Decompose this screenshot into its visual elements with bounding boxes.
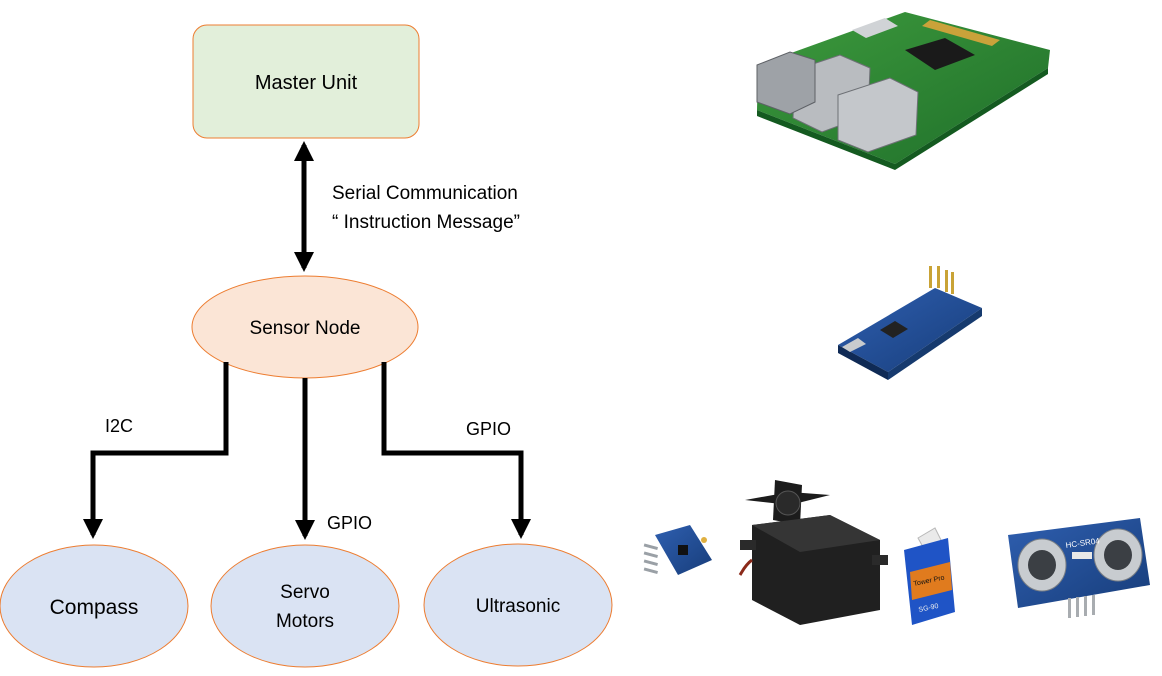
servo-label-line2: Motors xyxy=(276,611,334,632)
sensor-node-label: Sensor Node xyxy=(250,318,361,339)
ultrasonic-node: Ultrasonic xyxy=(423,543,613,667)
i2c-label: I2C xyxy=(105,416,133,436)
i2c-link: I2C xyxy=(83,362,229,539)
serial-label-line1: Serial Communication xyxy=(332,183,518,204)
servo-gpio-link: GPIO xyxy=(295,378,372,540)
sensor-node: Sensor Node xyxy=(191,275,419,379)
small-servo-model-text: SG-90 xyxy=(918,603,939,614)
master-unit-node: Master Unit xyxy=(192,24,420,139)
serial-link: Serial Communication “ Instruction Messa… xyxy=(294,141,520,272)
servo-motor-large-image xyxy=(738,480,888,625)
master-unit-label: Master Unit xyxy=(255,72,358,94)
servo-motors-node: Servo Motors xyxy=(210,544,400,668)
ultrasonic-gpio-label: GPIO xyxy=(466,419,511,439)
compass-label: Compass xyxy=(50,596,139,619)
compass-sensor-module-image xyxy=(643,525,712,575)
ultrasonic-gpio-link: GPIO xyxy=(381,362,531,539)
ultrasonic-sensor-module-image: HC-SR04 xyxy=(1008,518,1150,618)
arduino-nano-board-image xyxy=(838,266,982,380)
compass-node: Compass xyxy=(0,544,189,668)
serial-label-line2: “ Instruction Message” xyxy=(332,212,520,233)
ultrasonic-label: Ultrasonic xyxy=(476,596,560,617)
servo-label-line1: Servo xyxy=(280,582,330,603)
raspberry-pi-board-image xyxy=(756,12,1050,170)
servo-motor-small-image: Tower Pro SG-90 xyxy=(904,527,955,625)
servo-gpio-label: GPIO xyxy=(327,513,372,533)
